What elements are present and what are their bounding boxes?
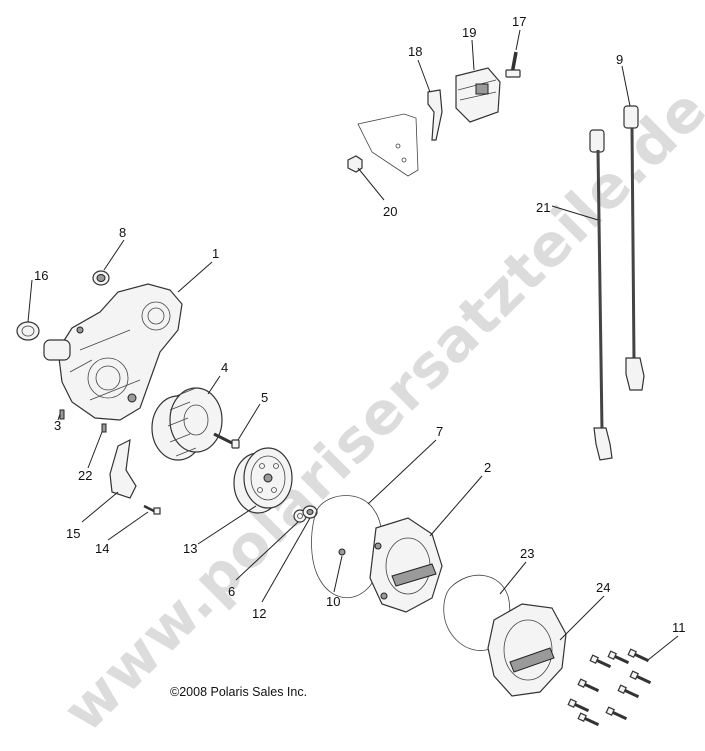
callout-11: 11	[672, 620, 686, 635]
part-bolt-17	[505, 51, 521, 78]
leader-lines	[27, 29, 679, 661]
callout-19: 19	[462, 25, 476, 40]
part-ring-16	[16, 321, 40, 341]
callout-9: 9	[616, 52, 623, 67]
part-bearing-8	[92, 270, 110, 286]
callout-22: 22	[78, 468, 92, 483]
part-cover-2	[369, 517, 443, 613]
callout-24: 24	[596, 580, 610, 595]
part-flywheel-13	[233, 447, 293, 514]
part-plug-10	[338, 548, 346, 556]
callout-5: 5	[261, 390, 268, 405]
part-wire-21	[589, 129, 613, 461]
callout-10: 10	[326, 594, 340, 609]
part-cover-24	[487, 603, 567, 697]
callout-6: 6	[228, 584, 235, 599]
part-bracket-18	[427, 89, 443, 141]
callout-8: 8	[119, 225, 126, 240]
part-wire-9	[623, 105, 645, 391]
part-mounting-plate	[357, 113, 419, 177]
callout-7: 7	[436, 424, 443, 439]
part-dowel-22	[101, 423, 107, 433]
part-bolt-14	[143, 504, 161, 515]
callout-4: 4	[221, 360, 228, 375]
part-screws-11	[567, 648, 652, 727]
part-gasket-23	[443, 574, 511, 651]
callout-18: 18	[408, 44, 422, 59]
callout-21: 21	[536, 200, 550, 215]
part-bracket-15	[109, 438, 137, 499]
callout-20: 20	[383, 204, 397, 219]
callout-12: 12	[252, 606, 266, 621]
callout-16: 16	[34, 268, 48, 283]
copyright-text: ©2008 Polaris Sales Inc.	[170, 685, 307, 699]
callout-23: 23	[520, 546, 534, 561]
part-housing-1	[43, 283, 183, 421]
watermark-text: www.polarisersatzteile.de	[50, 75, 705, 745]
watermark: www.polarisersatzteile.de	[50, 75, 705, 745]
callout-labels: 1 2 3 4 5 6 7 8 9 10 11 12 13 14 15 16 1…	[34, 14, 686, 635]
callout-13: 13	[183, 541, 197, 556]
part-stator-4	[151, 387, 223, 461]
callout-3: 3	[54, 418, 61, 433]
callout-17: 17	[512, 14, 526, 29]
part-bolt-5	[213, 432, 240, 449]
callout-2: 2	[484, 460, 491, 475]
part-regulator-19	[455, 67, 501, 123]
callout-14: 14	[95, 541, 109, 556]
callout-15: 15	[66, 526, 80, 541]
callout-1: 1	[212, 246, 219, 261]
